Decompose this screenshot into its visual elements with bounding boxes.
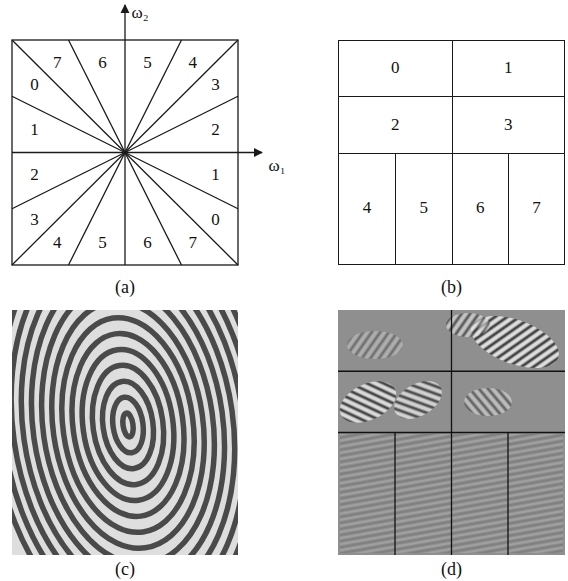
band-number: 3 (211, 75, 220, 94)
subband-image (338, 310, 565, 555)
label-anchor: 0 (30, 76, 39, 95)
subband-box: 7 (508, 153, 565, 266)
subband-partition (338, 310, 565, 555)
fingerprint-ridges (12, 310, 238, 555)
fingerprint-image (12, 310, 238, 555)
label-anchor: 3 (30, 211, 39, 230)
band-number: 2 (30, 165, 39, 184)
band-number: 3 (30, 210, 39, 229)
label-anchor: (d) (441, 560, 462, 580)
subband-box: 5 (395, 153, 453, 266)
subband-texture (446, 313, 490, 337)
label-anchor: ω₂ (131, 4, 148, 23)
panel-caption: (d) (441, 559, 462, 579)
label-anchor: 4 (53, 233, 62, 252)
subband-box: 0 (338, 40, 453, 97)
label-anchor: 4 (189, 53, 198, 72)
subband-number: 5 (420, 199, 429, 218)
label-anchor: 7 (53, 53, 62, 72)
subband-number: 3 (504, 116, 513, 135)
subband-number: 1 (504, 59, 513, 78)
subband-texture (464, 388, 512, 416)
omega1-axis (12, 152, 262, 153)
subband-box: 3 (452, 96, 566, 153)
label-anchor: 5 (143, 53, 152, 72)
label-anchor: (b) (441, 278, 462, 298)
subband-number: 7 (532, 199, 541, 218)
subband-number: 2 (391, 116, 400, 135)
panel-caption: (c) (115, 559, 135, 579)
axis-label: ω₂ (131, 3, 148, 22)
band-number: 4 (189, 52, 198, 71)
label-anchor: 1 (211, 166, 220, 185)
subband-texture (338, 373, 403, 431)
label-anchor: 3 (211, 76, 220, 95)
band-number: 7 (189, 232, 198, 251)
band-number: 1 (211, 165, 220, 184)
subband-box: 1 (452, 40, 566, 97)
band-number: 7 (53, 52, 62, 71)
band-number: 2 (211, 120, 220, 139)
band-number: 5 (98, 232, 107, 251)
label-anchor: 6 (143, 233, 152, 252)
label-anchor: ω₁ (268, 157, 285, 176)
label-anchor: 2 (211, 121, 220, 140)
frequency-partition (12, 5, 262, 265)
panel-caption: (b) (441, 277, 462, 297)
subband-texture (387, 373, 448, 427)
axis-label: ω₁ (268, 156, 285, 175)
subband-number: 4 (363, 199, 372, 218)
band-number: 6 (98, 52, 107, 71)
subband-texture (347, 331, 403, 359)
label-anchor: (a) (115, 278, 135, 298)
omega2-axis (124, 5, 125, 265)
band-number: 5 (143, 52, 152, 71)
subband-box: 4 (338, 153, 396, 266)
label-anchor: (c) (115, 560, 135, 580)
band-number: 4 (53, 232, 62, 251)
band-number: 0 (211, 210, 220, 229)
band-number: 0 (30, 75, 39, 94)
label-anchor: 2 (30, 166, 39, 185)
band-number: 6 (143, 232, 152, 251)
subband-box: 2 (338, 96, 453, 153)
subband-box: 6 (452, 153, 510, 266)
label-anchor: 6 (98, 53, 107, 72)
label-anchor: 5 (98, 233, 107, 252)
subband-number: 6 (476, 199, 485, 218)
label-anchor: 7 (189, 233, 198, 252)
panel-caption: (a) (115, 277, 135, 297)
subband-number: 0 (391, 59, 400, 78)
label-anchor: 1 (30, 121, 39, 140)
band-number: 1 (30, 120, 39, 139)
label-anchor: 0 (211, 211, 220, 230)
